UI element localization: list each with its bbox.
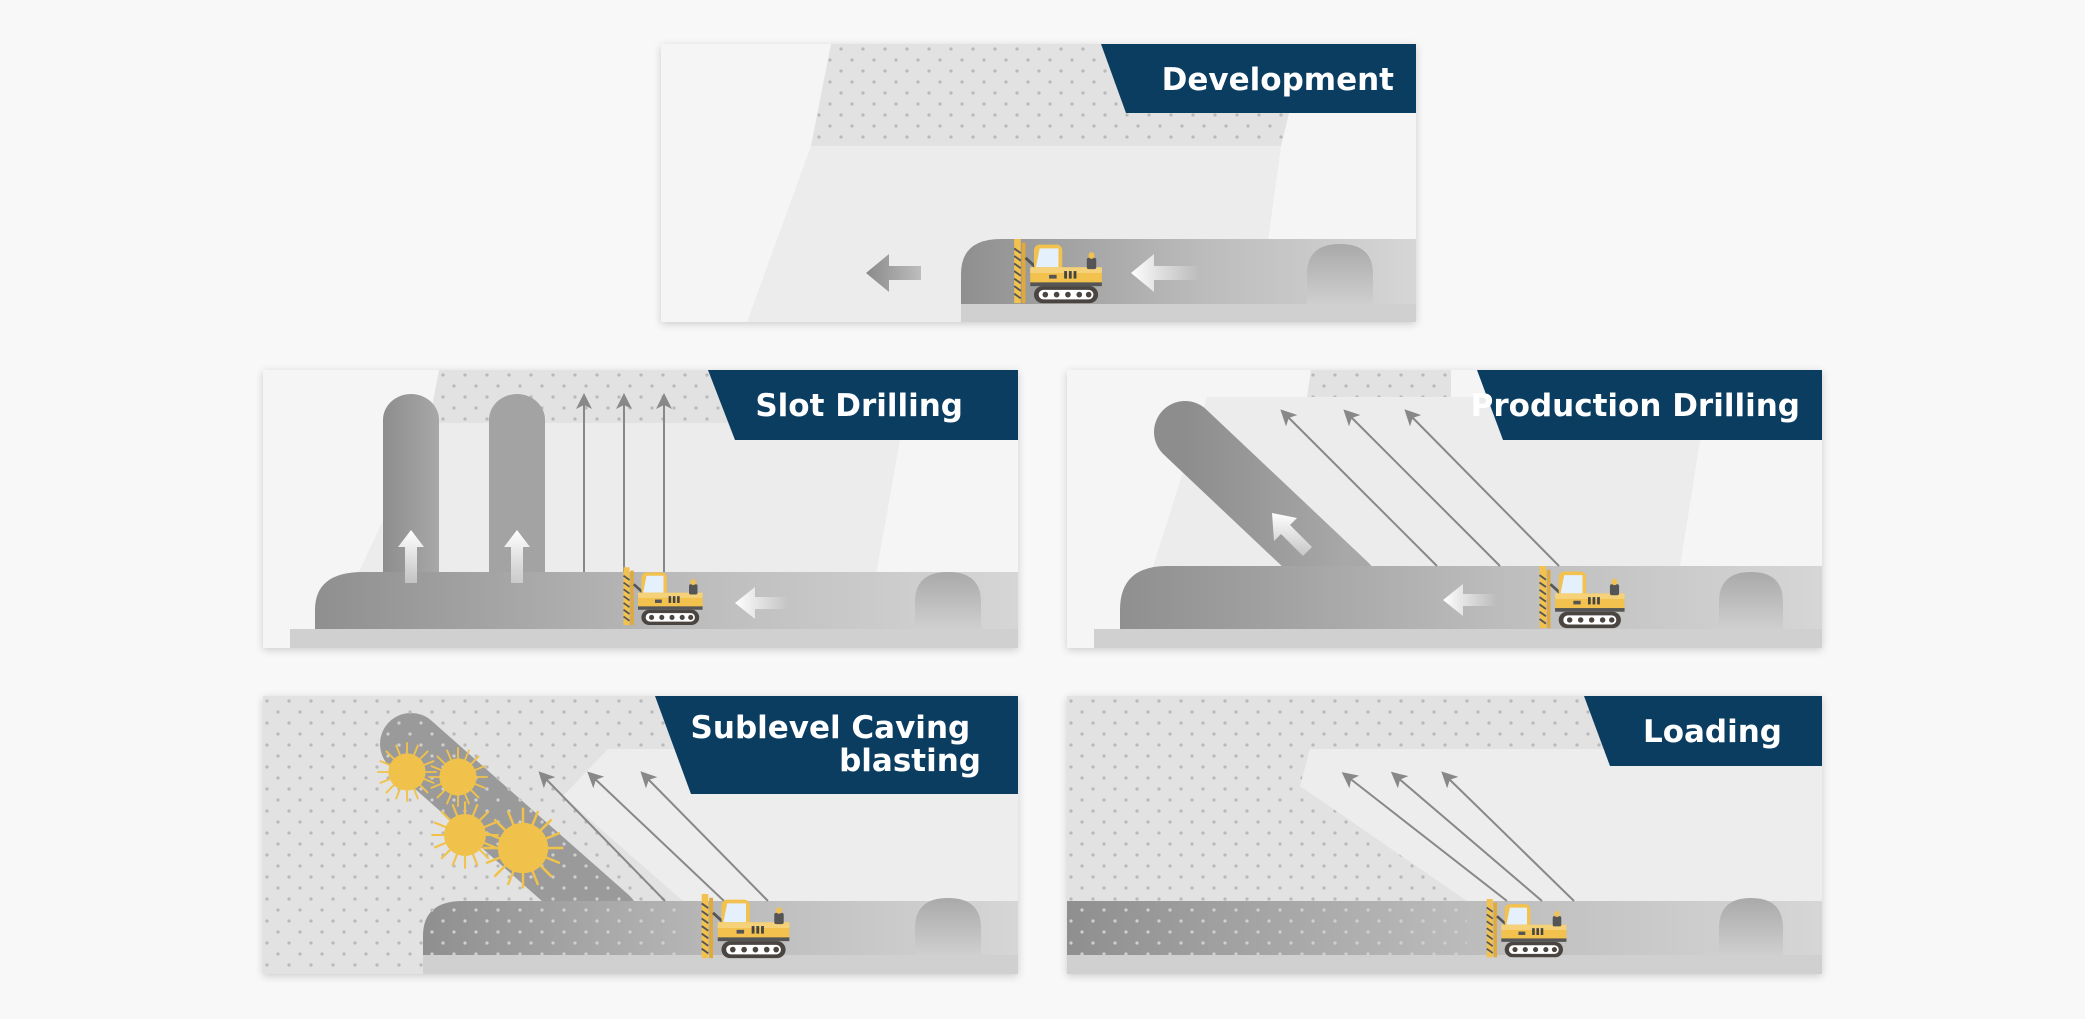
slot-raise xyxy=(383,394,439,575)
development-scene: Development xyxy=(747,44,1416,322)
blast-burst-icon xyxy=(481,806,565,890)
loading-scene: Loading xyxy=(1067,696,1822,974)
production-shaft xyxy=(1154,401,1378,616)
title-banner xyxy=(1101,44,1416,113)
title-banner xyxy=(1477,370,1822,440)
panel-loading: Loading xyxy=(1067,696,1822,974)
panel-title: Production Drilling xyxy=(1471,388,1800,424)
drill-holes xyxy=(538,771,769,902)
panel-development: Development xyxy=(661,44,1416,322)
title-banner xyxy=(655,696,1018,794)
blast-burst-icon xyxy=(376,741,438,803)
title-line-1: Sublevel Caving xyxy=(691,710,971,746)
rock-band xyxy=(429,370,733,423)
tunnel-rubble xyxy=(1067,901,1467,955)
advance-arrow-icon xyxy=(866,254,921,292)
left-arrow-icon xyxy=(735,587,788,619)
tunnel-floor xyxy=(1067,955,1822,974)
blast-burst-icon xyxy=(427,746,489,808)
tunnel-floor xyxy=(423,955,1018,974)
panel-production-drilling: Production Drilling xyxy=(1067,370,1822,648)
panel-title: Development xyxy=(1162,62,1394,98)
panel-title: Loading xyxy=(1643,714,1782,750)
rock-band xyxy=(1307,370,1451,397)
title-banner xyxy=(708,370,1018,440)
tunnel-rubble xyxy=(423,901,683,955)
drill-holes xyxy=(1280,409,1560,567)
tunnel-floor xyxy=(961,304,1416,322)
production-drilling-scene: Production Drilling xyxy=(1094,370,1822,648)
sublevel-caving-scene: Sublevel Caving blasting xyxy=(263,696,1018,974)
tunnel-floor xyxy=(290,629,1018,648)
drill-holes xyxy=(576,393,672,572)
tunnel-floor xyxy=(1094,629,1822,648)
panel-title: Sublevel Caving blasting xyxy=(691,710,981,779)
panel-slot-drilling: Slot Drilling xyxy=(263,370,1018,648)
up-left-arrow-icon xyxy=(1272,513,1312,556)
niche xyxy=(1719,898,1783,955)
niche xyxy=(1719,572,1783,629)
drill-holes xyxy=(1341,771,1575,902)
niche xyxy=(915,572,981,629)
niche xyxy=(915,898,981,955)
up-arrow-icon xyxy=(398,530,424,583)
niche xyxy=(1307,244,1373,304)
title-line-2: blasting xyxy=(839,743,981,779)
panel-sublevel-caving: Sublevel Caving blasting xyxy=(263,696,1018,974)
left-arrow-icon xyxy=(1443,584,1497,616)
title-banner xyxy=(1584,696,1822,766)
panel-title: Slot Drilling xyxy=(755,388,963,424)
up-arrow-icon xyxy=(504,530,530,583)
slot-drilling-scene: Slot Drilling xyxy=(290,370,1018,648)
left-arrow-icon xyxy=(1131,254,1201,292)
slot-raise xyxy=(489,394,545,575)
cut-zone xyxy=(1300,749,1822,901)
